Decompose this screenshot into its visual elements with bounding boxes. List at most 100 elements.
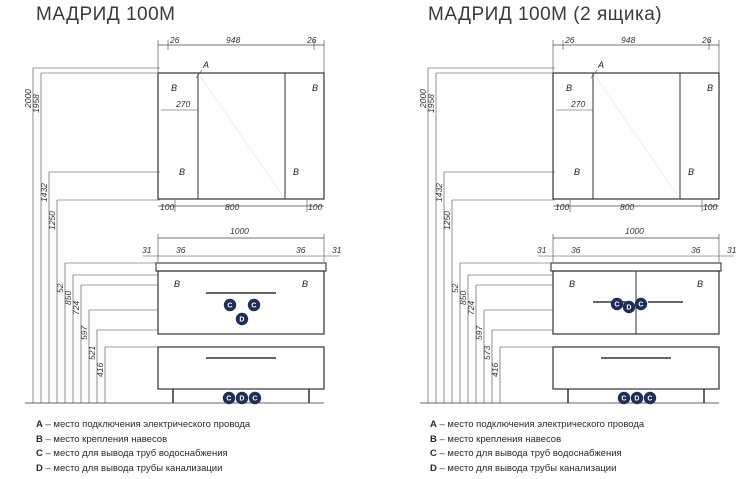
marker-letter: C [251, 303, 256, 310]
dim-label-850: 850 [63, 291, 73, 305]
dim-label-948: 948 [621, 35, 635, 45]
mirror-glass-diagonal [592, 72, 681, 200]
marker-circle [617, 391, 631, 405]
vanity-upper [157, 270, 325, 335]
mirror-glass-diagonal [197, 72, 286, 200]
dim-label-26-right: 26 [701, 35, 712, 45]
dim-label-270: 270 [570, 99, 585, 109]
legend-item-c: C – место для вывода труб водоснабжения [36, 448, 228, 459]
dim-label-1250: 1250 [47, 211, 57, 230]
marker-letter: C [252, 396, 257, 403]
marker-circle [643, 391, 657, 405]
dim-label-724: 724 [71, 301, 81, 315]
marker-b-label: B [697, 279, 703, 289]
marker-letter: C [621, 396, 626, 403]
dim-label-416: 416 [95, 363, 105, 377]
legend-left: A – место подключения электрического про… [36, 418, 250, 476]
marker-b-label: B [174, 279, 180, 289]
marker-letter: D [626, 305, 631, 312]
marker-circle [610, 297, 624, 311]
marker-circle [634, 297, 648, 311]
marker-d: D [235, 312, 249, 326]
marker-a-label: A [202, 60, 209, 70]
dim-label-31-left: 31 [537, 245, 547, 255]
vanity-drawer [157, 346, 325, 390]
dim-label-100-right: 100 [308, 202, 322, 212]
legend-item-c: C – место для вывода труб водоснабжения [430, 448, 622, 459]
dim-label-948: 948 [226, 35, 240, 45]
dim-label-597: 597 [79, 326, 89, 340]
dim-label-521: 521 [87, 346, 97, 360]
dim-label-1958: 1958 [31, 94, 41, 113]
dim-label-1000: 1000 [625, 226, 644, 236]
dim-label-800: 800 [225, 202, 239, 212]
marker-d: D [630, 391, 644, 405]
countertop [155, 262, 327, 272]
marker-letter: D [239, 317, 244, 324]
dim-label-850: 850 [458, 291, 468, 305]
dim-label-1432: 1432 [39, 183, 49, 202]
dim-label-2000: 2000 [23, 89, 33, 109]
dim-label-100-left: 100 [160, 202, 174, 212]
legend-item-d: D – место для вывода трубы канализации [36, 462, 223, 474]
marker-a-leader [195, 69, 203, 79]
marker-letter: C [647, 396, 652, 403]
marker-b-label: B [574, 167, 580, 177]
title-left: МАДРИД 100М [36, 4, 176, 25]
marker-circle [622, 300, 636, 314]
dim-label-1000: 1000 [230, 226, 249, 236]
legend-item-b: B – место крепления навесов [430, 433, 562, 445]
marker-c: C [634, 297, 648, 311]
mirror-cabinet [157, 72, 325, 200]
dim-label-2000: 2000 [418, 89, 428, 109]
dim-label-36-left: 36 [571, 245, 581, 255]
dim-label-31-left: 31 [142, 245, 152, 255]
dim-label-36-left: 36 [176, 245, 186, 255]
marker-letter: D [239, 396, 244, 403]
marker-b-label: B [179, 167, 185, 177]
marker-letter: D [634, 396, 639, 403]
dim-label-100-right: 100 [703, 202, 717, 212]
dim-label-100-left: 100 [555, 202, 569, 212]
marker-c: C [247, 298, 261, 312]
legend-item-a: A – место подключения электрического про… [36, 419, 251, 430]
marker-b-label: B [293, 167, 299, 177]
legend-item-d: D – место для вывода трубы канализации [430, 462, 617, 474]
marker-b-label: B [302, 279, 308, 289]
dim-label-270: 270 [175, 99, 190, 109]
marker-b-label: B [569, 279, 575, 289]
marker-circle [223, 298, 237, 312]
mirror-cabinet [552, 72, 720, 200]
marker-b-label: B [566, 83, 572, 93]
marker-b-label: B [171, 83, 177, 93]
marker-d: D [622, 300, 636, 314]
dim-label-800: 800 [620, 202, 634, 212]
marker-b-label: B [312, 83, 318, 93]
dim-label-26-left: 26 [169, 35, 180, 45]
dim-label-31-right: 31 [332, 245, 342, 255]
marker-b-label: B [688, 167, 694, 177]
marker-c: C [248, 391, 262, 405]
dim-label-36-right: 36 [296, 245, 306, 255]
marker-c: C [223, 298, 237, 312]
dim-label-1250: 1250 [442, 211, 452, 230]
dim-label-31-right: 31 [727, 245, 737, 255]
legend-item-b: B – место крепления навесов [36, 433, 168, 445]
marker-circle [222, 391, 236, 405]
dim-label-26-left: 26 [564, 35, 575, 45]
marker-letter: C [614, 302, 619, 309]
vanity-drawer [552, 346, 720, 390]
marker-letter: C [227, 303, 232, 310]
marker-letter: C [638, 302, 643, 309]
dim-label-26-right: 26 [306, 35, 317, 45]
dim-label-36-right: 36 [691, 245, 701, 255]
marker-c: C [222, 391, 236, 405]
marker-a-label: A [597, 60, 604, 70]
marker-d: D [235, 391, 249, 405]
countertop [550, 262, 722, 272]
legend-right: A – место подключения электрического про… [430, 418, 644, 476]
marker-b-label: B [707, 83, 713, 93]
